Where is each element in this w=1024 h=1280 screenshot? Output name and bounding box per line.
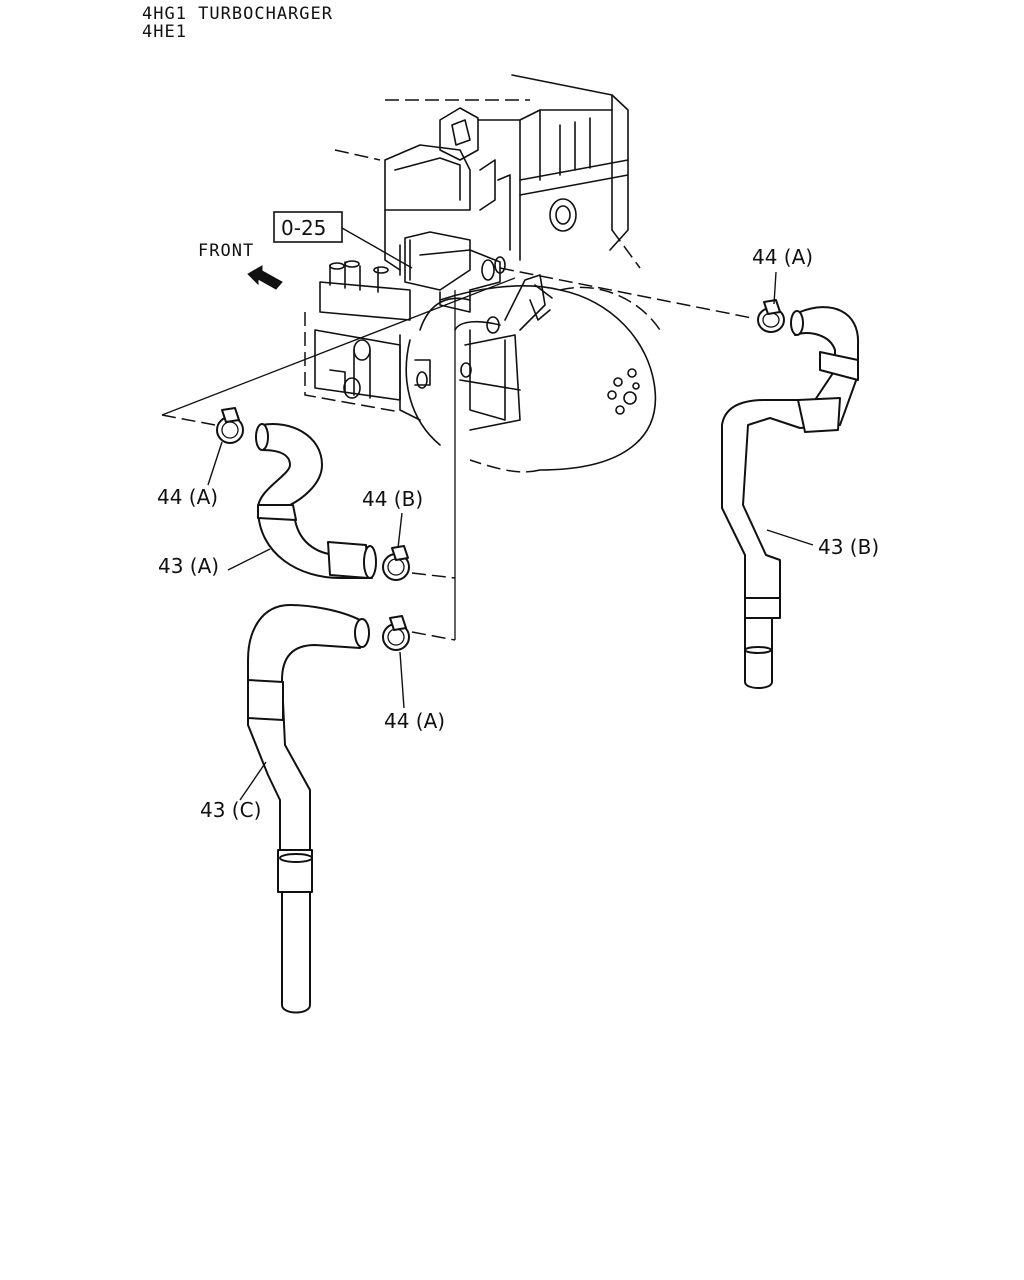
callout-44a-top-right: 44 (A) (752, 245, 813, 269)
assembly-leader-lines (161, 267, 753, 641)
reference-box[interactable]: 0-25 (273, 211, 343, 243)
engine-block-drawing (304, 74, 661, 473)
callout-44b: 44 (B) (362, 487, 423, 511)
callout-43c: 43 (C) (200, 798, 261, 822)
callout-43b: 43 (B) (818, 535, 879, 559)
callout-44a-bottom: 44 (A) (384, 709, 445, 733)
callout-leaders (207, 271, 814, 801)
clamp-44a-left[interactable] (216, 407, 244, 444)
front-direction-label: FRONT (198, 241, 254, 261)
hose-43b[interactable] (721, 306, 860, 689)
reference-box-leader (341, 227, 413, 269)
clamp-44b[interactable] (382, 545, 410, 581)
clamp-44a-bottom[interactable] (382, 615, 410, 651)
front-arrow-icon (247, 265, 283, 290)
hose-43a[interactable] (255, 423, 377, 579)
diagram-title: 4HG1 TURBOCHARGER (142, 4, 333, 24)
clamp-44a-top-right[interactable] (757, 299, 785, 333)
diagram-subtitle: 4HE1 (142, 22, 187, 42)
callout-44a-left: 44 (A) (157, 485, 218, 509)
callout-43a: 43 (A) (158, 554, 219, 578)
reference-box-label: 0-25 (281, 216, 326, 240)
hose-43c[interactable] (247, 604, 370, 1014)
